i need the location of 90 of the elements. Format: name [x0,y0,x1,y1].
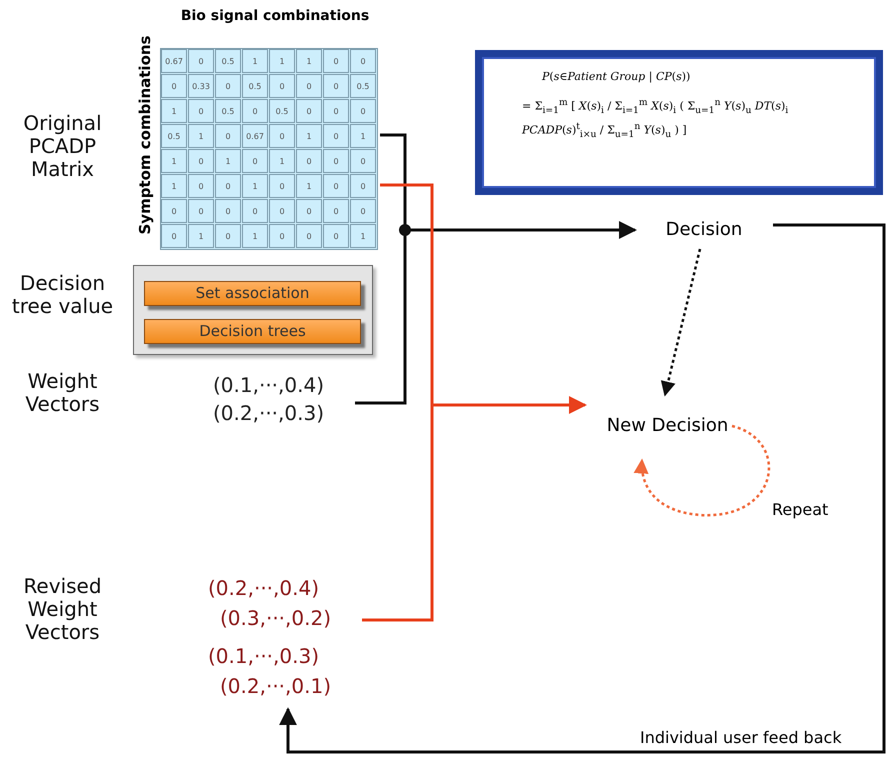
matrix-cell: 0 [323,99,349,123]
weight-vector: (0.2,···,0.4) [208,575,320,601]
matrix-cell: 1 [188,224,214,248]
matrix-cell: 0 [296,74,322,98]
matrix-cell: 0 [296,99,322,123]
weight-vector: (0.3,···,0.2) [220,605,332,631]
side-label: Revised Weight Vectors [22,575,103,644]
arrow [279,224,886,754]
matrix-cell: 0 [350,99,376,123]
weight-vector: (0.1,···,0.4) [213,372,324,398]
matrix-cell: 0 [161,224,187,248]
matrix-cell: 0 [323,74,349,98]
side-label: Original PCADP Matrix [22,112,103,181]
matrix-cell: 0 [161,74,187,98]
weight-vector: (0.1,···,0.3) [208,643,320,669]
matrix-cell: 1 [161,149,187,173]
matrix-cell: 1 [296,124,322,148]
matrix-cell: 0 [188,99,214,123]
matrix-cell: 1 [242,174,268,198]
arrow [355,221,637,404]
decision-label: Decision [635,212,773,248]
matrix-cell: 1 [161,99,187,123]
axis-title: Symptom combinations [135,34,155,237]
matrix-cell: 0 [323,224,349,248]
matrix-cell: 0.67 [161,49,187,73]
matrix-cell: 1 [188,124,214,148]
matrix-cell: 0 [242,149,268,173]
matrix-cell: 0 [269,124,295,148]
matrix-cell: 1 [350,224,376,248]
matrix-cell: 0 [350,149,376,173]
matrix-cell: 1 [296,174,322,198]
matrix-cell: 1 [296,49,322,73]
matrix-cell: 0 [296,199,322,223]
matrix-cell: 0 [242,99,268,123]
matrix-cell: 1 [161,174,187,198]
matrix-cell: 1 [242,224,268,248]
matrix-cell: 0 [323,124,349,148]
matrix-cell: 1 [242,49,268,73]
matrix-cell: 0 [350,174,376,198]
formula-text: P(s∈Patient Group | CP(s)) [542,69,692,85]
matrix-cell: 0 [215,124,241,148]
matrix-cell: 0 [296,149,322,173]
matrix-cell: 0.5 [350,74,376,98]
matrix-cell: 1 [269,49,295,73]
arrow [634,424,770,516]
matrix-cell: 0 [161,199,187,223]
matrix-cell: 0 [350,49,376,73]
matrix-cell: 0.5 [215,49,241,73]
matrix-cell: 0 [215,174,241,198]
arrow [362,396,587,622]
formula-text: = Σ$_{i=1}$$^{m}$ [ X(s)$_{i}$ / Σ$_{i=1}$$^{m}$ X(s)$_{i}$ ( Σ$_{u=1}$$^{n}$ Y(s)$_{u}$ DT(s)$_{i}$ PCADP(s)$^{t}$$_{i×u}$ / Σ$_{u=1}$$^{n}$ Y(s)$_{u}$ ) ] [522,96,790,142]
matrix-cell: 0 [188,199,214,223]
matrix-cell: 0.5 [269,99,295,123]
method-bar: Set association [144,281,361,306]
matrix-cell: 0 [269,199,295,223]
matrix-cell: 0 [215,199,241,223]
method-panel [133,265,373,355]
weight-vector: (0.2,···,0.3) [213,400,324,426]
matrix-title: Bio signal combinations [180,8,370,24]
matrix-cell: 0 [296,224,322,248]
matrix-cell: 0.5 [215,99,241,123]
matrix-cell: 0.67 [242,124,268,148]
matrix-cell: 0 [269,224,295,248]
matrix-cell: 0 [323,49,349,73]
weight-vector: (0.2,···,0.1) [220,673,332,699]
matrix-cell: 0 [269,174,295,198]
matrix-cell: 0 [323,149,349,173]
formula-box [475,50,883,195]
matrix-cell: 0 [188,49,214,73]
side-label: Weight Vectors [24,370,101,416]
matrix-cell: 1 [215,149,241,173]
matrix-cell: 0 [323,199,349,223]
edge-label: Repeat [772,500,828,519]
matrix-cell: 0 [242,199,268,223]
matrix-cell: 0 [215,224,241,248]
matrix-cell: 1 [269,149,295,173]
side-label: Decision tree value [10,272,114,318]
matrix-cell: 0 [323,174,349,198]
matrix-cell: 0 [188,174,214,198]
matrix-cell: 0 [188,149,214,173]
arrow [660,248,702,396]
method-bar: Decision trees [144,319,361,344]
matrix-cell: 0 [215,74,241,98]
decision-label: New Decision [585,395,750,457]
matrix-cell: 0.5 [242,74,268,98]
matrix-cell: 0.33 [188,74,214,98]
matrix-cell: 0 [269,74,295,98]
matrix-cell: 0.5 [161,124,187,148]
matrix-cell: 1 [350,124,376,148]
matrix-cell: 0 [350,199,376,223]
